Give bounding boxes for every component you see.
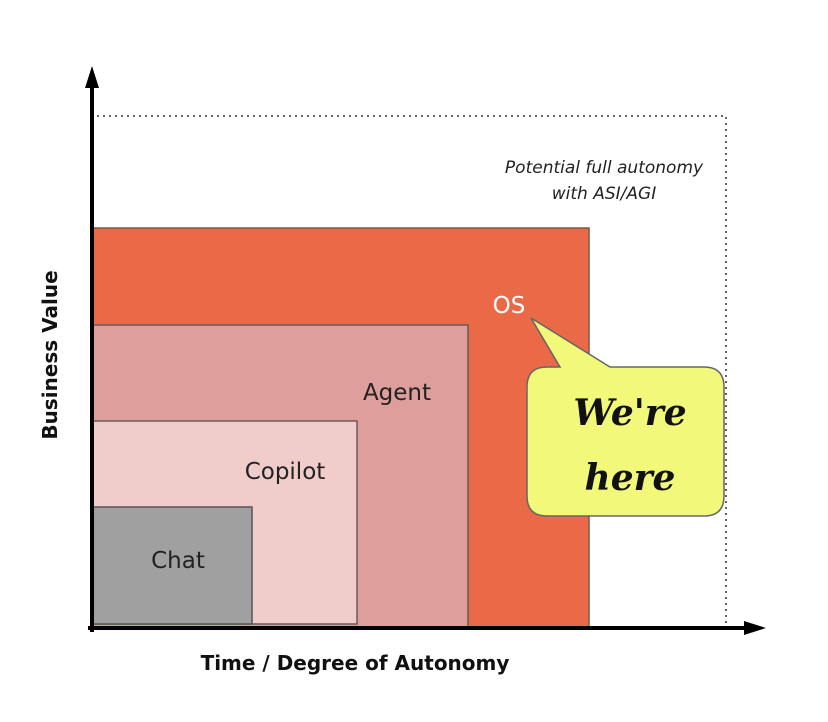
y-axis-label: Business Value	[38, 270, 62, 439]
callout-line2: here	[585, 457, 676, 499]
os-label: OS	[493, 293, 526, 319]
y-axis	[85, 66, 99, 632]
boundary-note-line1: Potential full autonomy	[505, 158, 704, 178]
agent-label: Agent	[363, 380, 431, 406]
boundary-note-line2: with ASI/AGI	[552, 184, 656, 204]
chat-box	[91, 506, 253, 625]
x-axis	[88, 621, 766, 635]
x-axis-label: Time / Degree of Autonomy	[201, 651, 510, 675]
callout-bubble: We're here	[526, 317, 725, 517]
chat-label: Chat	[151, 548, 205, 574]
callout-line1: We're	[573, 392, 686, 434]
copilot-label: Copilot	[245, 459, 326, 485]
